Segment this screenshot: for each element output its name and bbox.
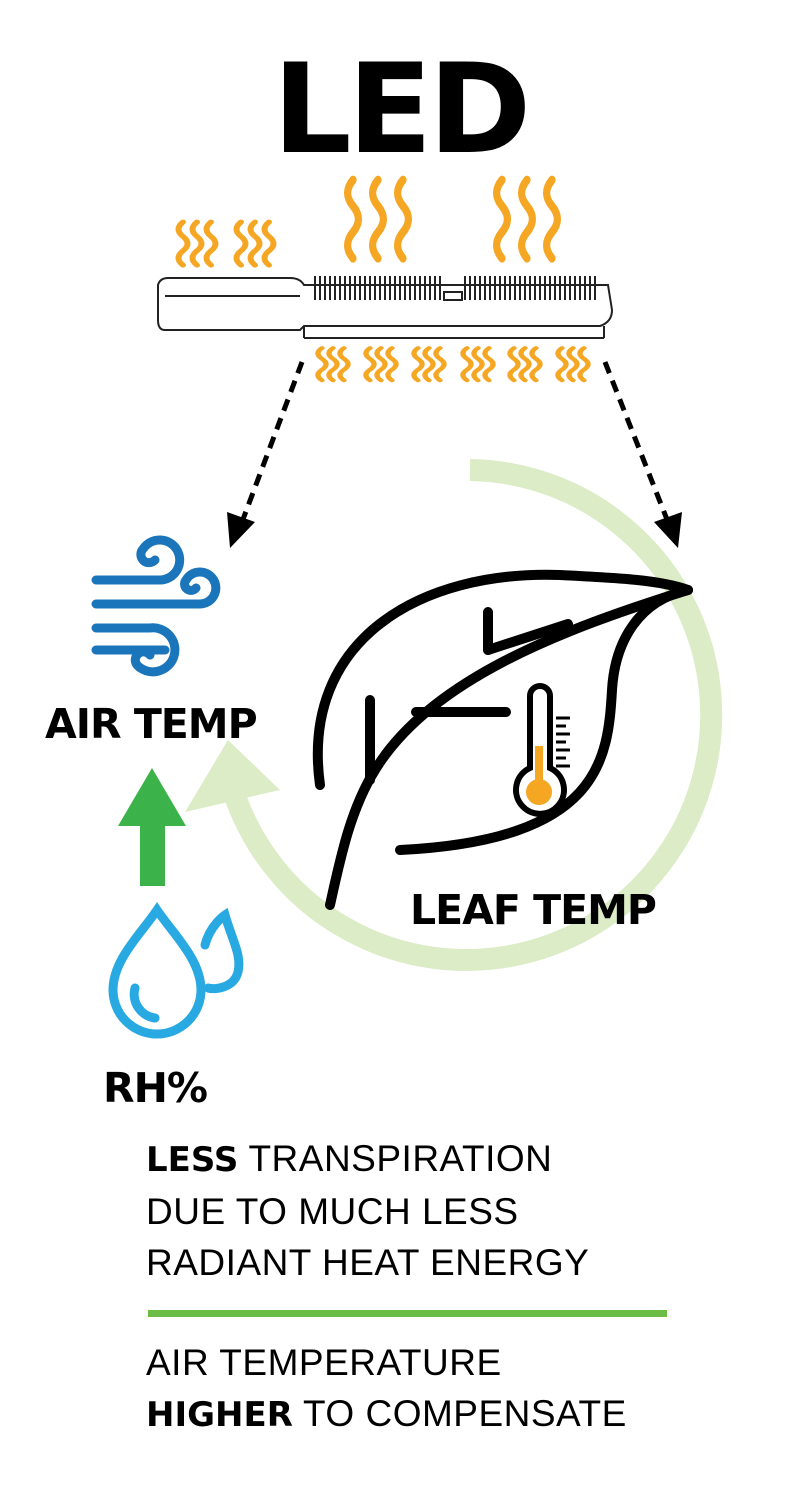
divider-line xyxy=(148,1310,667,1317)
dashed-arrow-left xyxy=(227,361,305,548)
transpiration-description: LESS TRANSPIRATION DUE TO MUCH LESS RADI… xyxy=(146,1133,589,1288)
thermometer-icon xyxy=(513,683,570,817)
wind-icon xyxy=(91,535,221,677)
leaf-icon xyxy=(312,569,693,910)
desc2-bold: HIGHER xyxy=(146,1395,293,1435)
desc1-line2: DUE TO MUCH LESS xyxy=(146,1191,519,1232)
desc1-line1-rest: TRANSPIRATION xyxy=(238,1138,553,1179)
heat-waves-bottom-icon xyxy=(318,348,588,380)
dashed-arrow-right xyxy=(602,361,682,548)
heat-waves-top-icon xyxy=(179,180,558,265)
up-arrow-icon xyxy=(118,768,186,886)
desc2-line2-rest: TO COMPENSATE xyxy=(292,1393,627,1434)
title: LED xyxy=(272,38,532,182)
desc2-line1: AIR TEMPERATURE xyxy=(146,1342,502,1383)
desc2-line2: HIGHER TO COMPENSATE xyxy=(146,1388,627,1441)
rh-label: RH% xyxy=(103,1064,208,1112)
desc1-bold: LESS xyxy=(146,1140,239,1180)
desc1-line3: RADIANT HEAT ENERGY xyxy=(146,1242,590,1283)
cycle-arrow xyxy=(185,459,723,971)
water-droplets-icon xyxy=(108,902,244,1039)
air-temperature-description: AIR TEMPERATURE HIGHER TO COMPENSATE xyxy=(146,1337,627,1441)
air-temp-label: AIR TEMP xyxy=(45,700,258,748)
led-light-fixture-icon xyxy=(157,276,614,339)
leaf-temp-label: LEAF TEMP xyxy=(410,886,657,934)
desc1-line1: LESS TRANSPIRATION xyxy=(146,1133,589,1186)
